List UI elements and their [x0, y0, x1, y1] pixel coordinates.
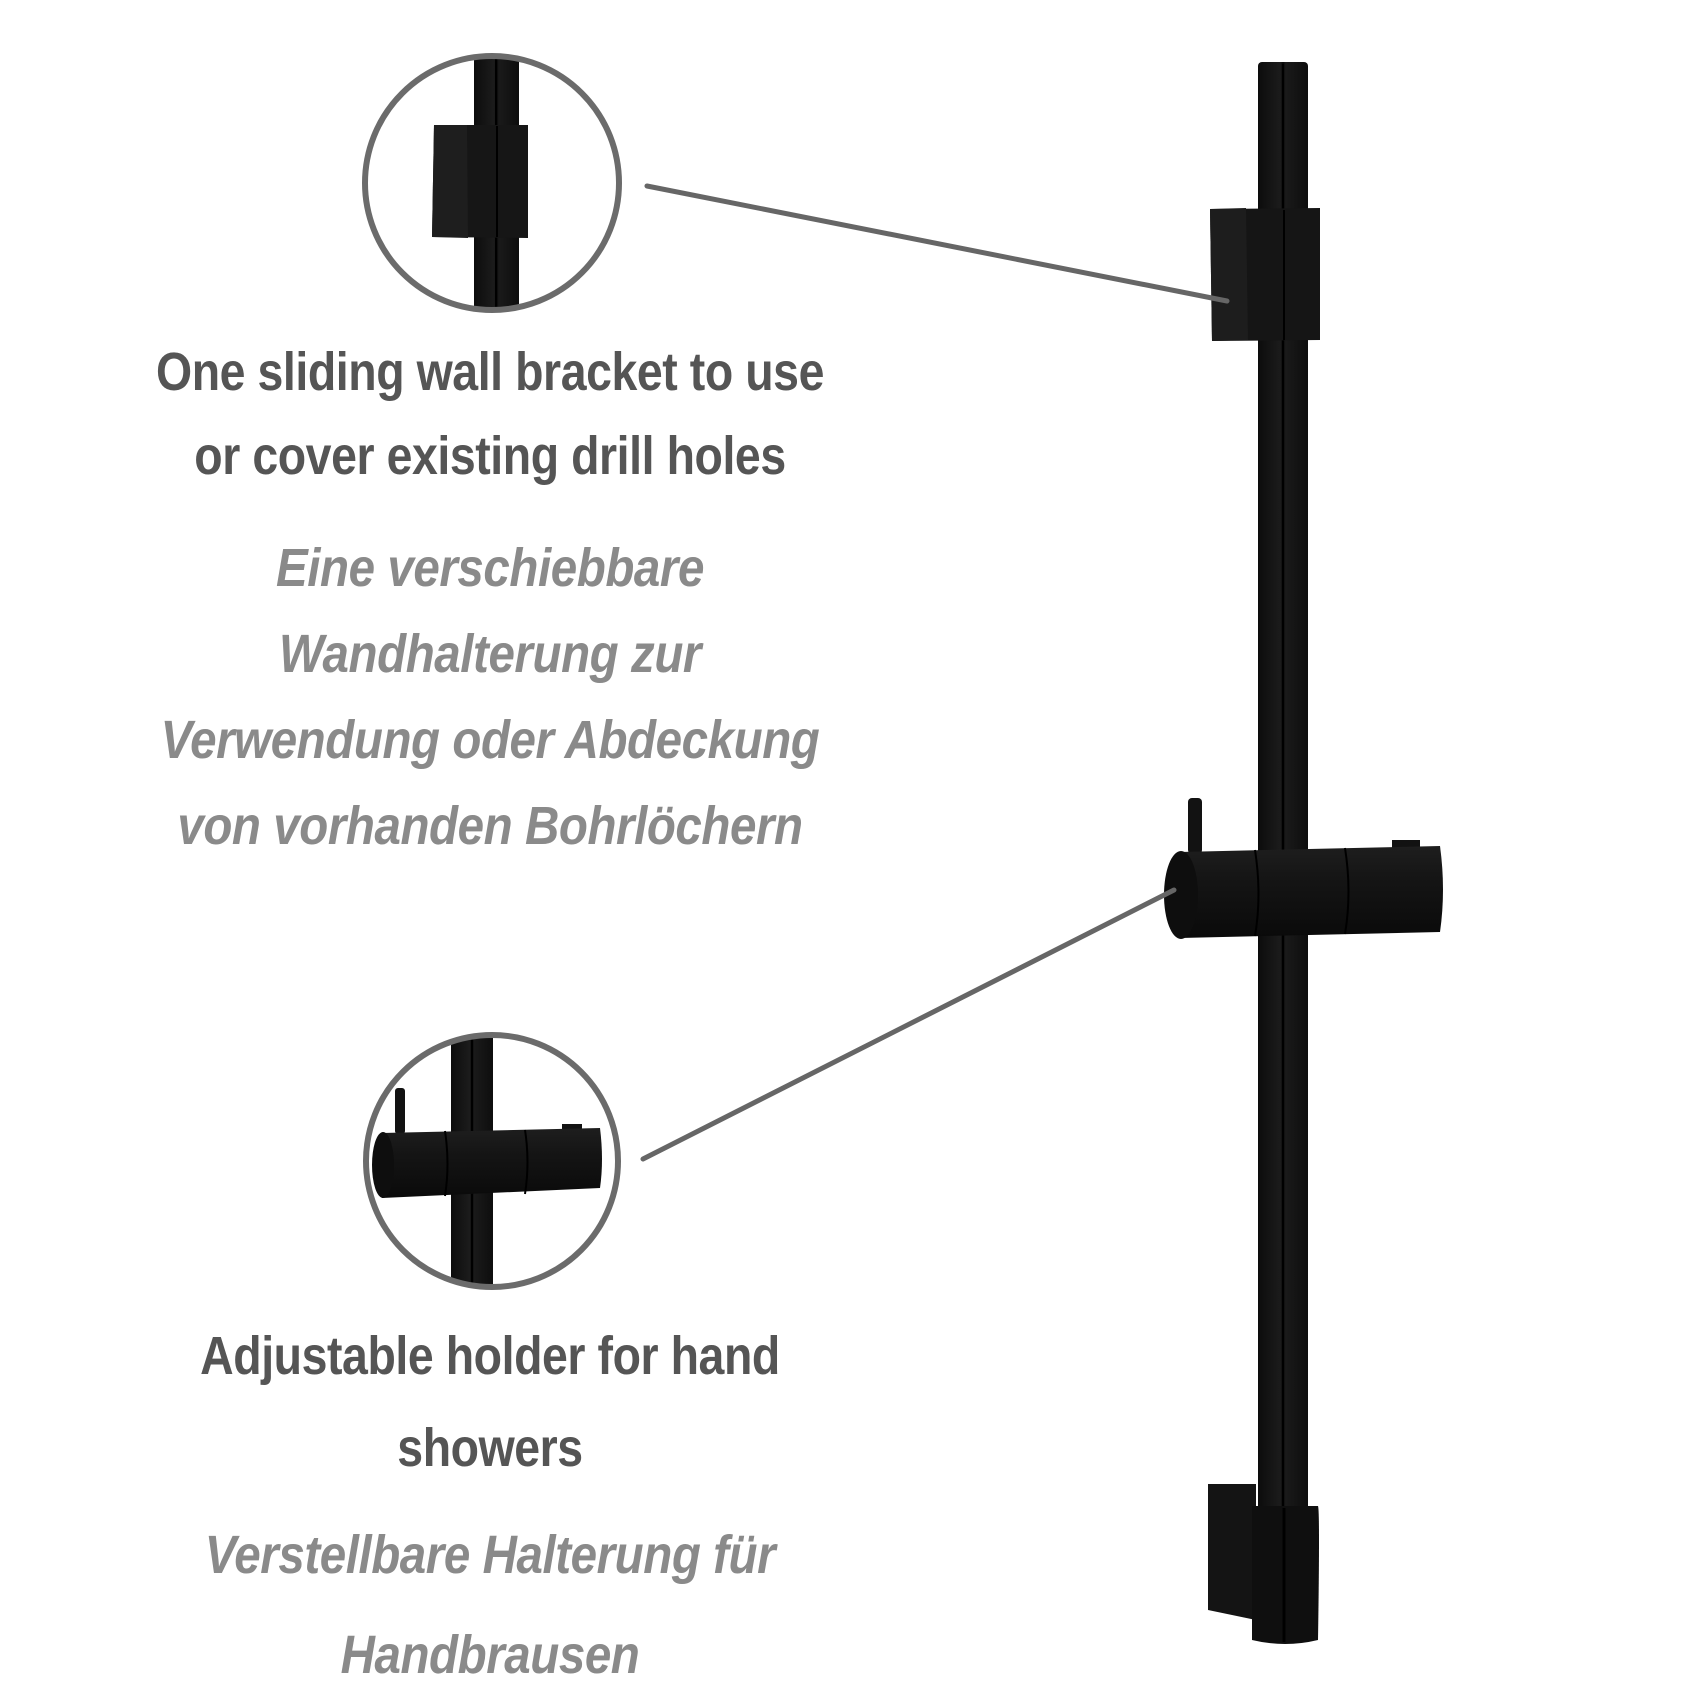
adjustable-slider-icon [1164, 798, 1443, 939]
wall-bracket-title-line-2: or cover existing drill holes [194, 426, 786, 486]
wall-bracket-detail-icon [362, 53, 622, 313]
shower-rail-icon [1164, 62, 1443, 1644]
callout-line-shower-holder [640, 887, 1177, 1162]
wall-bracket-german-line-4: von vorhanden Bohrlöchern [177, 796, 803, 856]
bottom-wall-bracket-icon [1208, 1484, 1319, 1644]
shower-holder-detail-icon [363, 1032, 621, 1290]
wall-bracket-german-line-1: Eine verschiebbare [276, 538, 704, 598]
wall-bracket-german-line-3: Verwendung oder Abdeckung [160, 710, 820, 770]
shower-holder-title-line-1: Adjustable holder for hand [200, 1326, 780, 1386]
shower-holder-description-german: Verstellbare Halterung für Handbrausen [76, 1505, 903, 1704]
shower-holder-title: Adjustable holder for hand showers [86, 1310, 894, 1494]
wall-bracket-title-line-1: One sliding wall bracket to use [156, 342, 824, 402]
shower-holder-german-line-2: Handbrausen [340, 1625, 640, 1685]
wall-bracket-title: One sliding wall bracket to use or cover… [86, 330, 894, 498]
top-wall-bracket-icon [1210, 208, 1320, 341]
callout-line-wall-bracket [644, 183, 1230, 304]
shower-holder-german-line-1: Verstellbare Halterung für [204, 1525, 776, 1585]
shower-holder-title-line-2: showers [397, 1418, 583, 1478]
wall-bracket-description-german: Eine verschiebbare Wandhalterung zur Ver… [76, 525, 903, 869]
wall-bracket-german-line-2: Wandhalterung zur [279, 624, 701, 684]
